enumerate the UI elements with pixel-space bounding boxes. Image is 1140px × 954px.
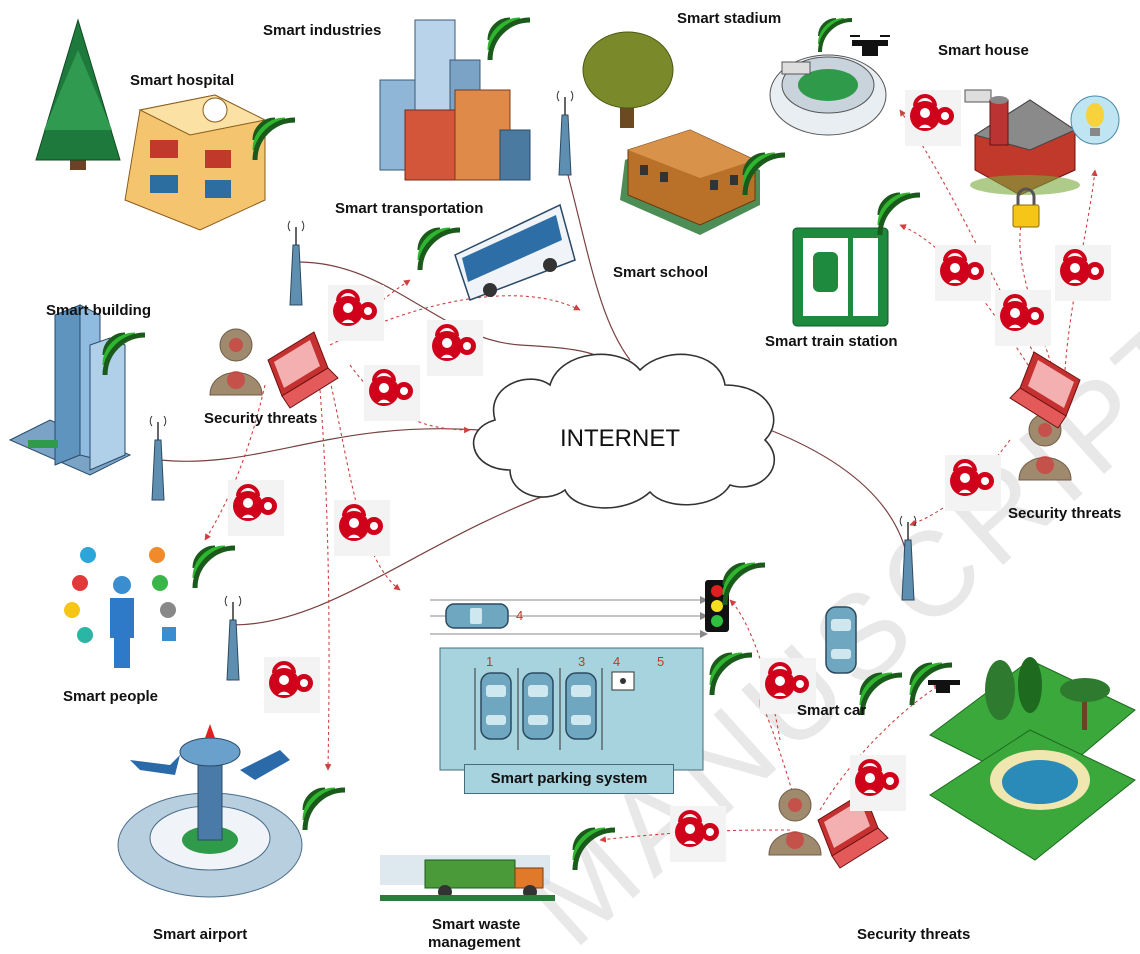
security-threats-right-label: Security threats — [1008, 505, 1122, 522]
airport-icon — [117, 724, 303, 898]
smart-parking-system-label: Smart parking system — [464, 764, 674, 794]
broken-lock-icon — [668, 804, 728, 864]
wifi-icon — [305, 790, 345, 830]
broken-lock-icon — [903, 88, 963, 148]
smart-airport-label: Smart airport — [153, 926, 248, 943]
laptop-icon — [1009, 351, 1081, 429]
garbage-truck-icon — [380, 855, 555, 901]
wifi-icon — [725, 565, 765, 605]
light-bulb-icon — [1070, 95, 1120, 145]
security-threats-bottom-label: Security threats — [857, 926, 971, 943]
parking-slot-number: 4 — [613, 654, 621, 669]
office-tower-icon — [8, 304, 132, 476]
broken-lock-icon — [993, 288, 1053, 348]
broken-lock-icon — [332, 498, 392, 558]
parking-slot-number: 5 — [657, 654, 665, 669]
cctv-camera-icon — [781, 61, 992, 103]
antenna-icon — [224, 595, 242, 681]
smart-industries-label: Smart industries — [263, 22, 382, 39]
antenna-icon — [149, 415, 167, 501]
drone-icon — [850, 35, 890, 56]
tree-icon — [582, 31, 674, 128]
broken-lock-icon — [425, 318, 485, 378]
smart-building-label: Smart building — [46, 302, 151, 319]
smartphone-person-icon — [64, 547, 176, 668]
parking-slot-number: 1 — [486, 654, 494, 669]
wifi-icon — [712, 655, 752, 695]
school-icon — [620, 129, 760, 235]
smart-transportation-label: Smart transportation — [335, 200, 484, 217]
smart-people-label: Smart people — [63, 688, 159, 705]
smart-waste-management-label-line1: Smart waste — [432, 916, 521, 933]
broken-lock-icon — [943, 453, 1003, 513]
tree-icon — [35, 18, 121, 170]
wifi-icon — [862, 675, 902, 715]
antenna-icon — [899, 515, 917, 601]
hacker-icon — [768, 788, 822, 856]
train-sign-icon — [792, 227, 889, 327]
laptop-icon — [267, 331, 339, 409]
road-car-number: 4 — [516, 608, 524, 623]
broken-lock-icon — [326, 283, 386, 343]
broken-lock-icon — [933, 243, 993, 303]
bus-icon — [454, 203, 576, 301]
wifi-icon — [420, 230, 460, 270]
hacker-icon — [1018, 413, 1072, 481]
smart-house-label: Smart house — [938, 42, 1029, 59]
internet-label: INTERNET — [560, 425, 680, 452]
wifi-icon — [195, 548, 235, 588]
car-icon — [445, 603, 509, 629]
parking-slot-number: 3 — [578, 654, 586, 669]
sensor-icon — [611, 671, 635, 691]
wifi-icon — [490, 20, 530, 60]
broken-lock-icon — [226, 478, 286, 538]
car-icon — [825, 606, 857, 674]
security-threats-left-label: Security threats — [204, 410, 318, 427]
smart-train-station-label: Smart train station — [765, 333, 898, 350]
broken-lock-icon — [362, 363, 422, 423]
wifi-icon — [820, 20, 852, 52]
hacker-icon — [209, 328, 263, 396]
smart-waste-management-label-line2: management — [428, 934, 521, 951]
skyscrapers-icon — [379, 19, 531, 181]
smart-hospital-label: Smart hospital — [130, 72, 235, 89]
smart-car-label: Smart car — [797, 702, 867, 719]
broken-lock-icon — [262, 655, 322, 715]
park-icon — [929, 657, 1136, 861]
padlock-icon — [1012, 187, 1040, 228]
broken-lock-icon — [848, 753, 908, 813]
antenna-icon — [287, 220, 305, 306]
parking-lot — [439, 647, 704, 771]
smart-school-label: Smart school — [613, 264, 709, 281]
smart-stadium-label: Smart stadium — [677, 10, 782, 27]
hospital-icon — [124, 94, 267, 231]
barn-icon — [970, 96, 1080, 196]
antenna-icon — [556, 90, 574, 176]
broken-lock-icon — [1053, 243, 1113, 303]
wifi-icon — [575, 830, 615, 870]
drone-icon — [928, 680, 960, 693]
